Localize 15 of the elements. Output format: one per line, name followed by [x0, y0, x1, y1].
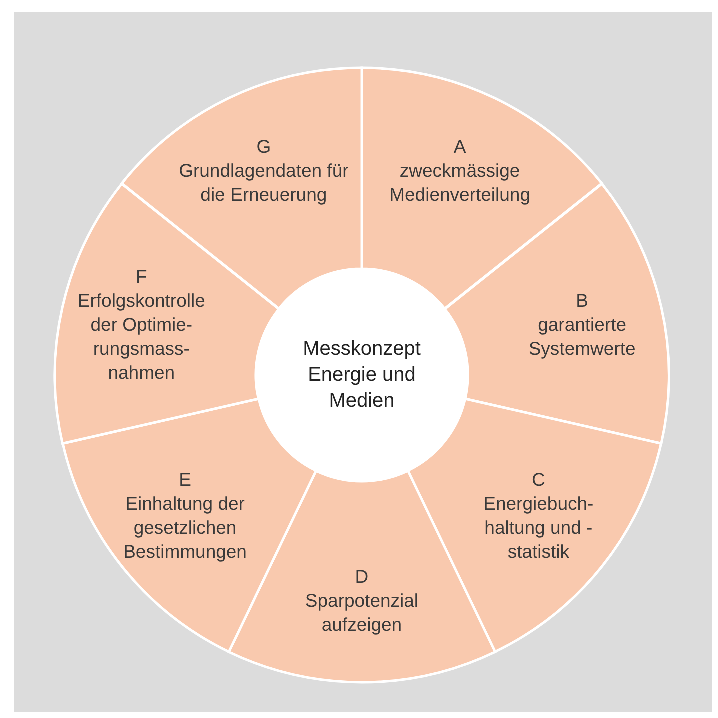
segment-text: zweckmässige Medienverteilung	[388, 159, 532, 208]
segment-letter: B	[575, 288, 590, 313]
segment-text: Erfolgskontrolle der Optimie- rungsmass- nahmen	[76, 288, 206, 385]
segment-text: Grundlagendaten für die Erneuerung	[178, 159, 350, 208]
segment-text: garantierte Systemwerte	[528, 312, 637, 361]
segment-text: Sparpotenzial aufzeigen	[304, 588, 420, 637]
segment-letter: A	[452, 135, 468, 160]
segment-letter: D	[354, 564, 370, 589]
segment-letter: C	[530, 468, 546, 492]
segment-letter: F	[135, 264, 148, 289]
segment-text: Einhaltung der gesetzlichen Bestimmungen	[122, 492, 248, 564]
segment-letter: G	[256, 135, 272, 160]
segment-letter: E	[178, 468, 192, 492]
segment-text: Energiebuch- haltung und -statistik	[482, 492, 595, 564]
center-title: Messkonzept Energie und Medien	[302, 337, 422, 414]
